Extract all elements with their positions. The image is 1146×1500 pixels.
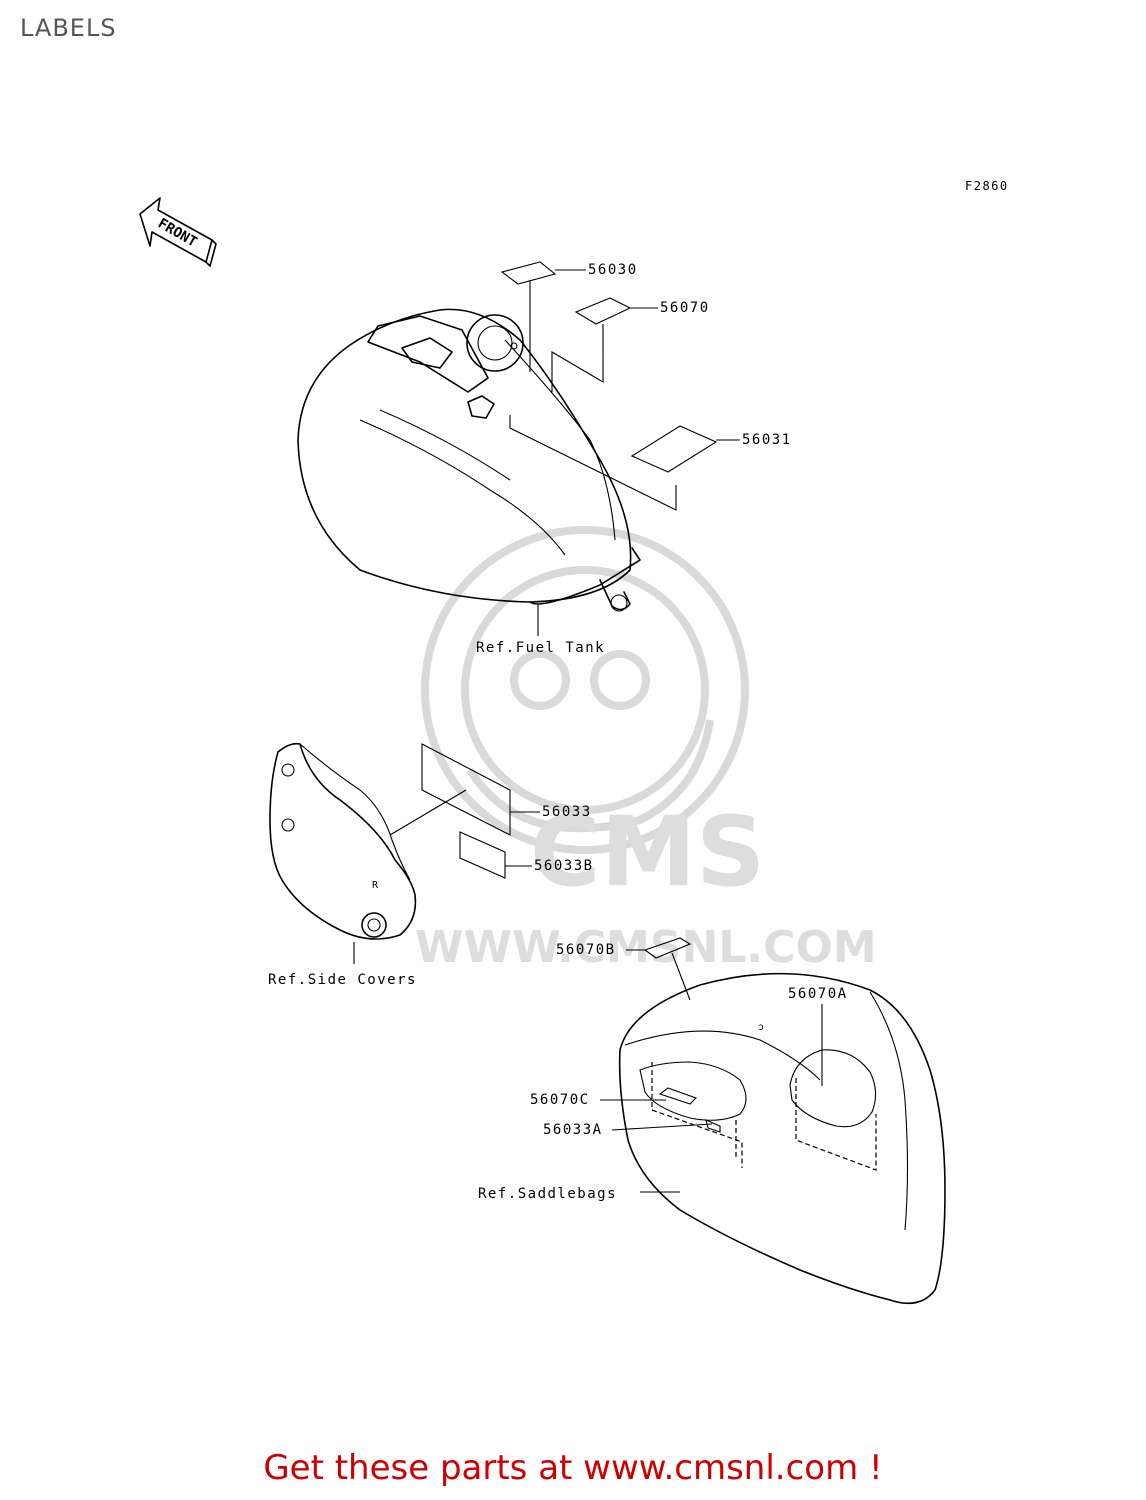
- ref-side-covers: Ref.Side Covers: [268, 972, 417, 988]
- fuel-tank-labels: 56030 56070 56031 Ref.Fuel Tank: [476, 261, 792, 656]
- page-title: LABELS: [20, 14, 117, 42]
- svg-text:ɔ: ɔ: [758, 1022, 764, 1033]
- callout-56070A: 56070A: [788, 986, 848, 1002]
- callout-56031: 56031: [742, 432, 792, 448]
- fuel-tank-drawing: [297, 308, 641, 612]
- callout-56070: 56070: [660, 300, 710, 316]
- callout-56033: 56033: [542, 804, 592, 820]
- figure-code: F2860: [965, 179, 1009, 193]
- callout-56030: 56030: [588, 262, 638, 278]
- label-56070-shape: [574, 297, 632, 325]
- front-arrow-icon: FRONT: [139, 197, 217, 267]
- watermark-brand: CMS: [530, 796, 765, 908]
- svg-text:R: R: [372, 880, 379, 891]
- callout-56070B: 56070B: [556, 942, 616, 958]
- callout-56070C: 56070C: [530, 1092, 590, 1108]
- label-56031-shape: [630, 425, 718, 473]
- saddlebag-labels: 56070B 56070A 56070C 56033A Ref.Saddleba…: [478, 937, 848, 1202]
- ref-saddlebags: Ref.Saddlebags: [478, 1186, 617, 1202]
- callout-56033B: 56033B: [534, 858, 594, 874]
- cmsnl-watermark: CMS WWW.CMSNL.COM: [415, 526, 877, 973]
- label-56030-shape: [500, 261, 557, 285]
- saddlebag-drawing: ɔ: [618, 972, 946, 1305]
- side-cover-labels: 56033 56033B Ref.Side Covers: [268, 743, 594, 988]
- watermark-url: WWW.CMSNL.COM: [415, 922, 877, 973]
- side-cover-drawing: R: [269, 742, 417, 940]
- footer-banner: Get these parts at www.cmsnl.com !: [0, 1448, 1146, 1488]
- label-56033B-shape: [459, 831, 506, 879]
- callout-56033A: 56033A: [543, 1122, 603, 1138]
- ref-fuel-tank: Ref.Fuel Tank: [476, 640, 605, 656]
- label-56070B-shape: [643, 937, 692, 959]
- label-56033-shape: [421, 743, 511, 836]
- footer-link[interactable]: Get these parts at www.cmsnl.com !: [263, 1448, 883, 1488]
